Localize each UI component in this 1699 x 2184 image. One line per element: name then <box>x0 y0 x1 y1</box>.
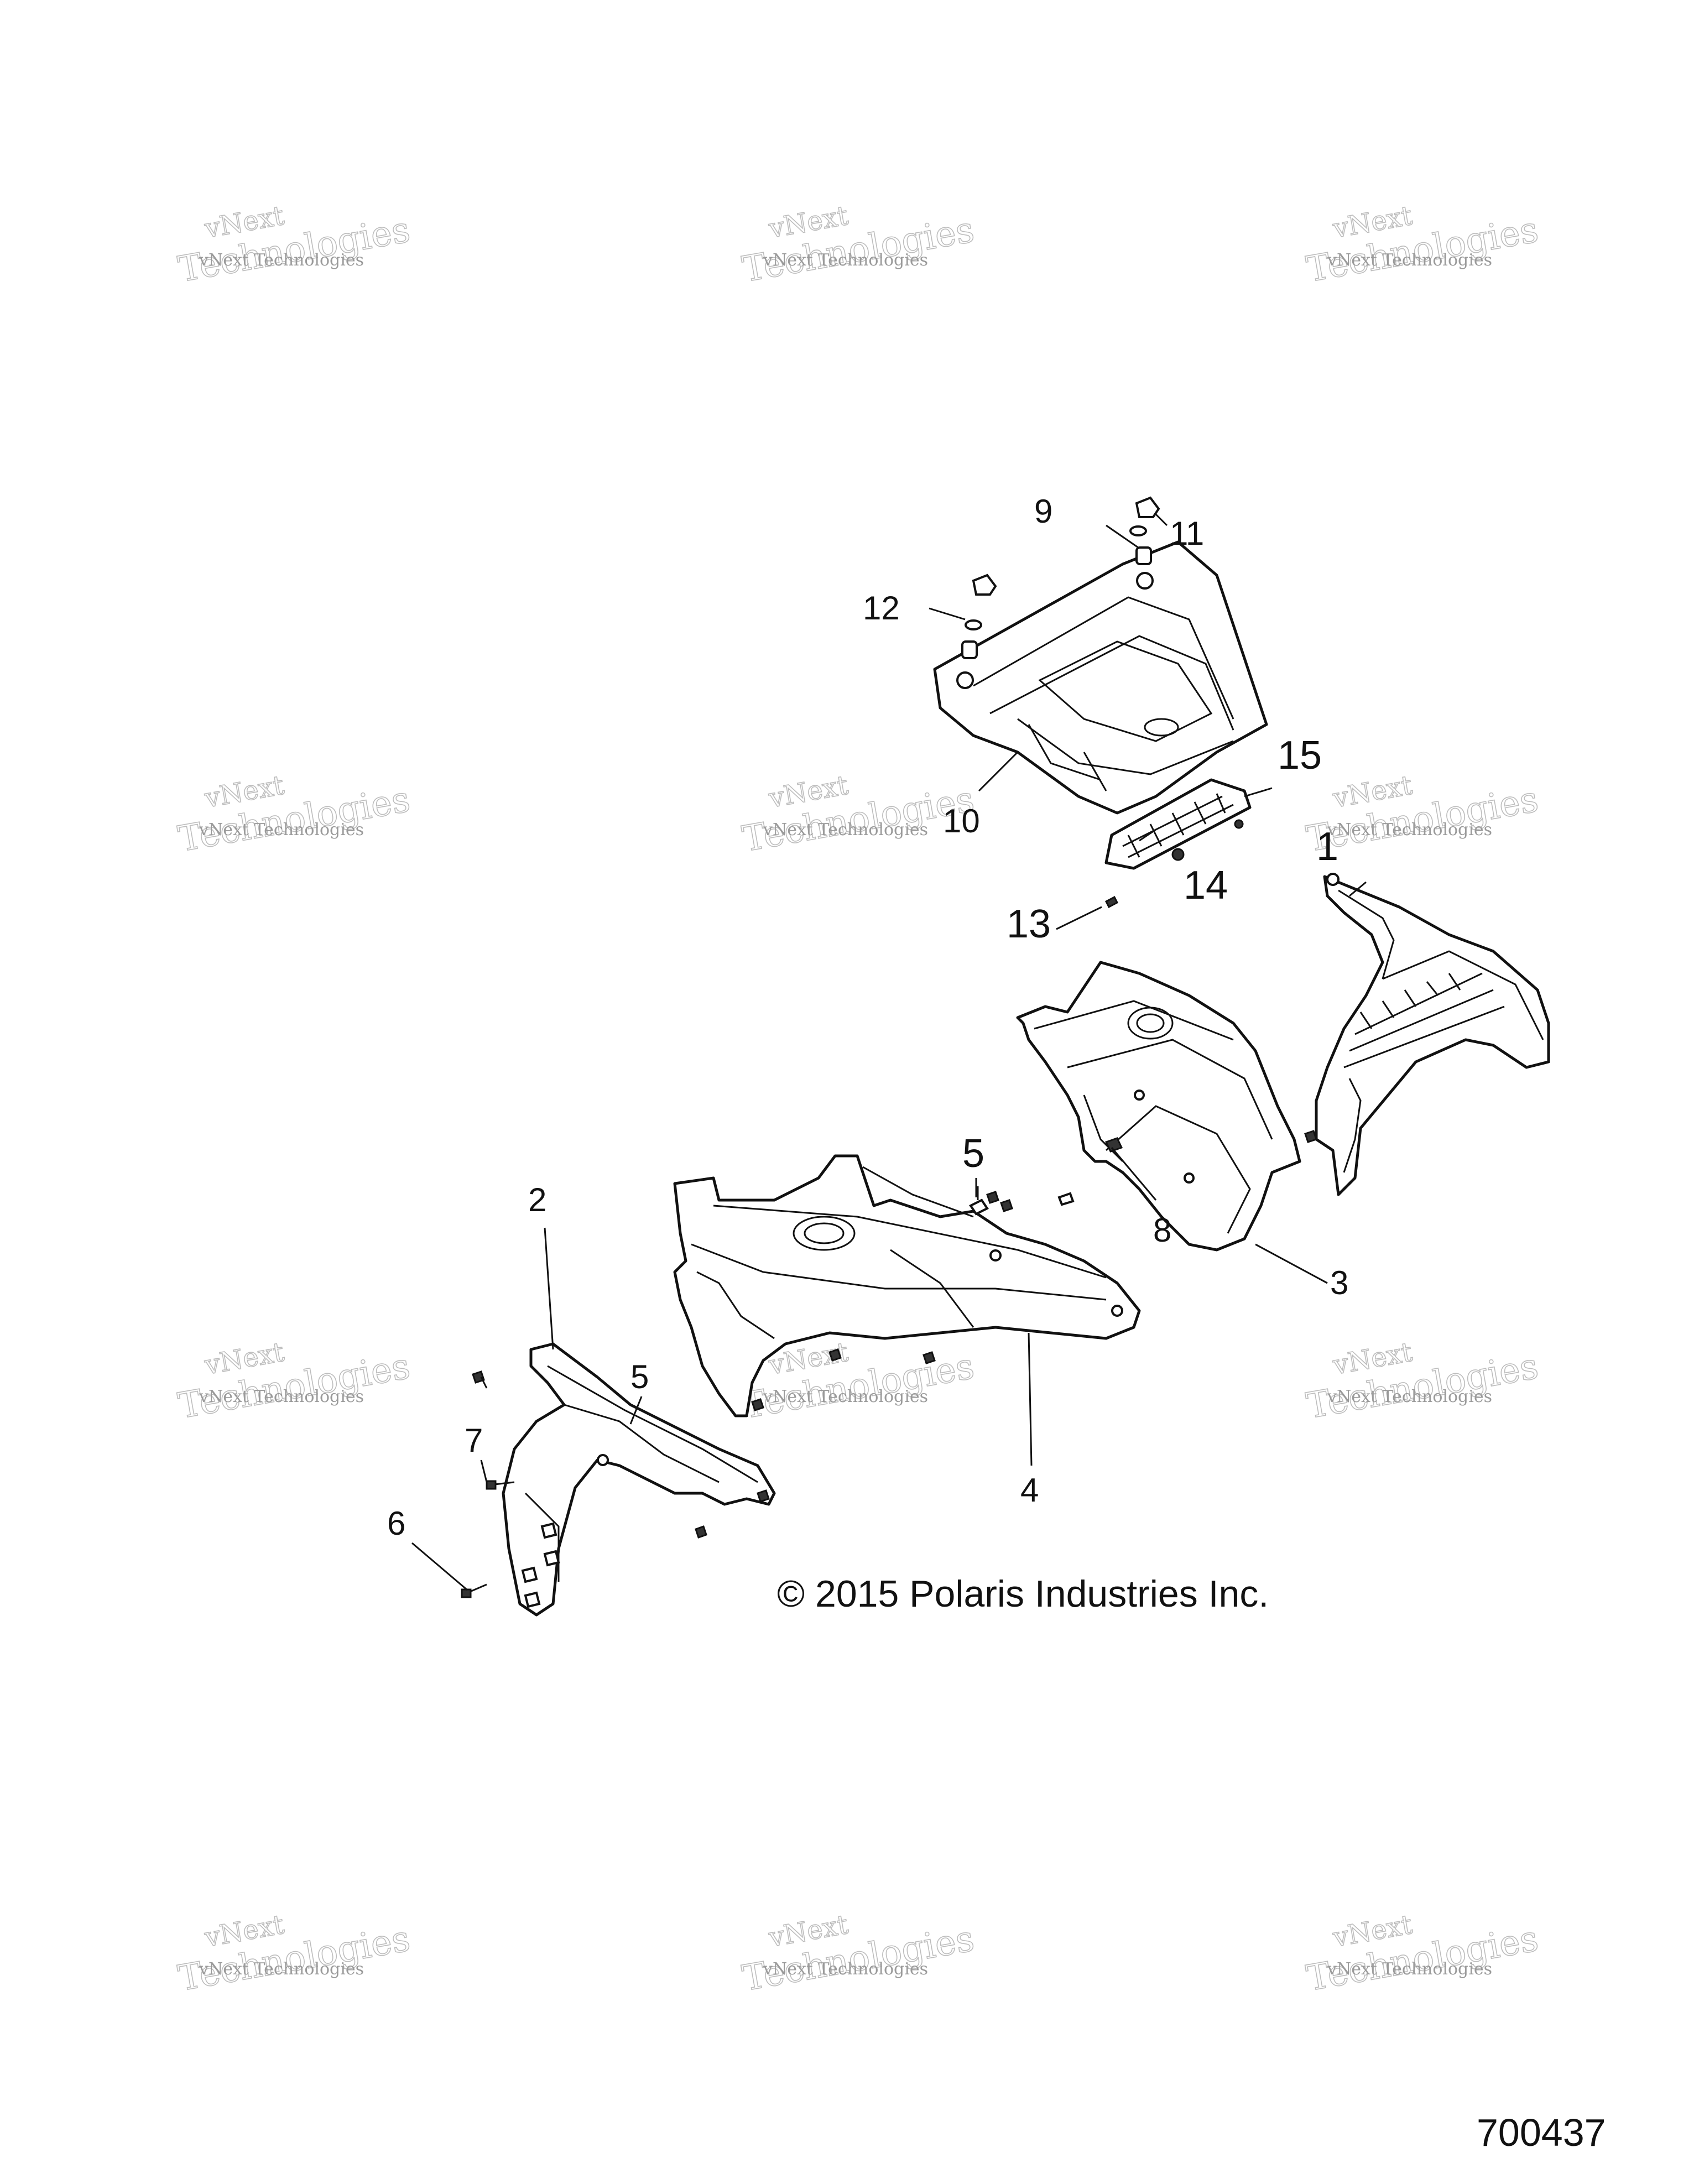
fastener-14 <box>1171 819 1244 861</box>
svg-text:vNext Technologies: vNext Technologies <box>763 251 928 270</box>
part-15-grille <box>1104 778 1252 870</box>
callout-4: 4 <box>1020 1472 1039 1509</box>
part-2-bumper <box>502 1342 776 1617</box>
watermark: vNext Technologies vNext Technologies <box>1303 200 1542 291</box>
svg-text:vNext Technologies: vNext Technologies <box>199 251 364 270</box>
watermark: vNext Technologies vNext Technologies <box>1303 1336 1542 1427</box>
fastener-13 <box>1105 895 1118 909</box>
watermark: vNext Technologies vNext Technologies <box>739 200 978 291</box>
watermark: vNext Technologies vNext Technologies <box>739 769 978 861</box>
svg-text:vNext Technologies: vNext Technologies <box>763 1959 928 1979</box>
callout-9: 9 <box>1034 493 1052 530</box>
callout-15: 15 <box>1278 733 1322 778</box>
svg-text:vNext Technologies: vNext Technologies <box>199 1387 364 1406</box>
watermark: vNext Technologies vNext Technologies <box>175 1909 414 2000</box>
watermark: vNext Technologies vNext Technologies <box>1303 1909 1542 2000</box>
svg-text:vNext Technologies: vNext Technologies <box>199 820 364 840</box>
watermark: vNext Technologies vNext Technologies <box>175 200 414 291</box>
svg-text:vNext Technologies: vNext Technologies <box>1327 1387 1492 1406</box>
svg-text:vNext Technologies: vNext Technologies <box>1327 1959 1492 1979</box>
watermark: vNext Technologies vNext Technologies <box>739 1909 978 2000</box>
callout-labels: 9 11 12 10 15 14 13 1 3 5 8 4 2 5 7 6 <box>387 493 1348 1542</box>
callout-1: 1 <box>1316 825 1338 869</box>
svg-text:vNext Technologies: vNext Technologies <box>763 1387 928 1406</box>
leader-lines <box>411 513 1367 1591</box>
part-1-side-panel <box>1315 873 1550 1196</box>
callout-10: 10 <box>943 802 980 840</box>
callout-14: 14 <box>1184 863 1228 908</box>
svg-text:vNext Technologies: vNext Technologies <box>763 820 928 840</box>
callout-12: 12 <box>863 590 900 627</box>
callout-13: 13 <box>1007 902 1051 946</box>
copyright-text: © 2015 Polaris Industries Inc. <box>777 1573 1269 1615</box>
callout-5-lower: 5 <box>630 1358 649 1395</box>
part-3-panel <box>1016 961 1301 1252</box>
svg-text:vNext Technologies: vNext Technologies <box>1327 820 1492 840</box>
fastener-8 <box>1057 1130 1317 1206</box>
callout-2: 2 <box>528 1181 546 1218</box>
watermark: vNext Technologies vNext Technologies <box>175 769 414 861</box>
callout-8: 8 <box>1153 1212 1171 1249</box>
hardware-9-11-12 <box>961 496 1160 659</box>
watermark: vNext Technologies vNext Technologies <box>175 1336 414 1427</box>
svg-text:vNext Technologies: vNext Technologies <box>199 1959 364 1979</box>
callout-7: 7 <box>465 1422 483 1459</box>
part-4-lower-panel <box>673 1154 1141 1417</box>
figure-number: 700437 <box>1477 2111 1606 2154</box>
callout-5-upper: 5 <box>962 1132 984 1176</box>
callout-3: 3 <box>1330 1264 1348 1301</box>
fasteners-5-upper <box>751 1186 1013 1411</box>
part-10-hood <box>933 540 1268 815</box>
fasteners-5-6-7 <box>461 1370 770 1598</box>
callout-6: 6 <box>387 1505 405 1542</box>
svg-text:vNext Technologies: vNext Technologies <box>1327 251 1492 270</box>
callout-11: 11 <box>1170 515 1204 552</box>
